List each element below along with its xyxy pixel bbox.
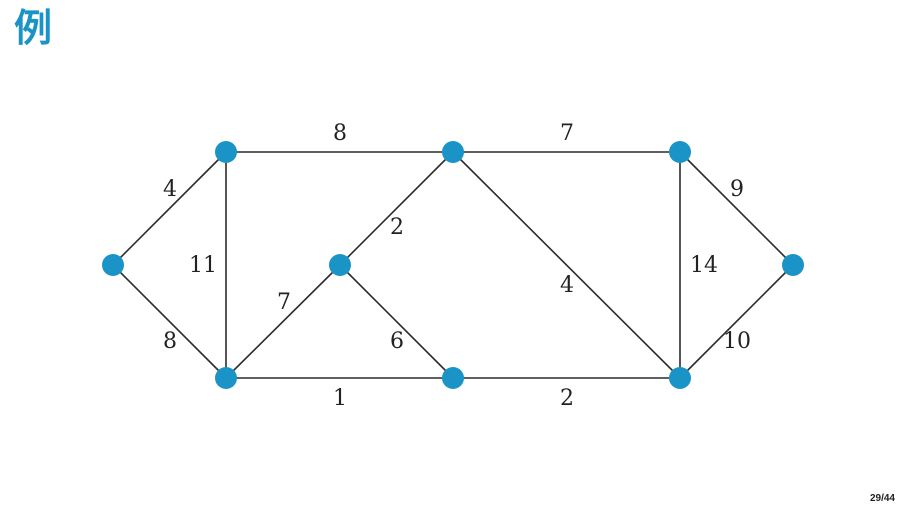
- edge-weight-label: 8: [333, 121, 347, 146]
- edge-weight-label: 6: [390, 329, 404, 354]
- edge-weight-label: 10: [723, 329, 751, 354]
- edge-G-I: [679, 264, 794, 379]
- edge-D-F: [339, 264, 454, 379]
- page-number: 29/44: [869, 493, 895, 504]
- edge-weight-label: 8: [163, 329, 177, 354]
- edge-D-E: [339, 151, 454, 266]
- graph-node: [782, 254, 804, 276]
- graph-node: [442, 141, 464, 163]
- graph-node: [102, 254, 124, 276]
- edge-weight-label: 2: [560, 386, 574, 411]
- edge-C-D: [225, 264, 341, 379]
- graph-node: [442, 367, 464, 389]
- edge-weight-label: 9: [730, 177, 744, 202]
- edge-E-G: [452, 151, 681, 379]
- edge-weight-label: 2: [390, 215, 404, 240]
- graph-node: [215, 141, 237, 163]
- edge-weight-label: 14: [690, 253, 718, 278]
- edge-A-C: [112, 264, 227, 379]
- graph-node: [669, 367, 691, 389]
- edge-weight-label: 1: [333, 386, 347, 411]
- edge-weight-label: 7: [277, 290, 291, 315]
- edge-weight-label: 7: [560, 121, 574, 146]
- graph-node: [329, 254, 351, 276]
- edge-weight-label: 4: [163, 177, 177, 202]
- edge-weight-label: 11: [189, 253, 217, 278]
- edge-H-I: [679, 151, 794, 266]
- edge-labels-layer: 4 8 11 8 7 1 2 6 7 4 2 14 9 10: [163, 121, 751, 411]
- edge-weight-label: 4: [560, 273, 574, 298]
- graph-node: [669, 141, 691, 163]
- nodes-layer: [102, 141, 804, 389]
- edge-A-B: [112, 151, 227, 266]
- slide-title: 例: [14, 6, 53, 50]
- edges-layer: [112, 151, 794, 379]
- graph-node: [215, 367, 237, 389]
